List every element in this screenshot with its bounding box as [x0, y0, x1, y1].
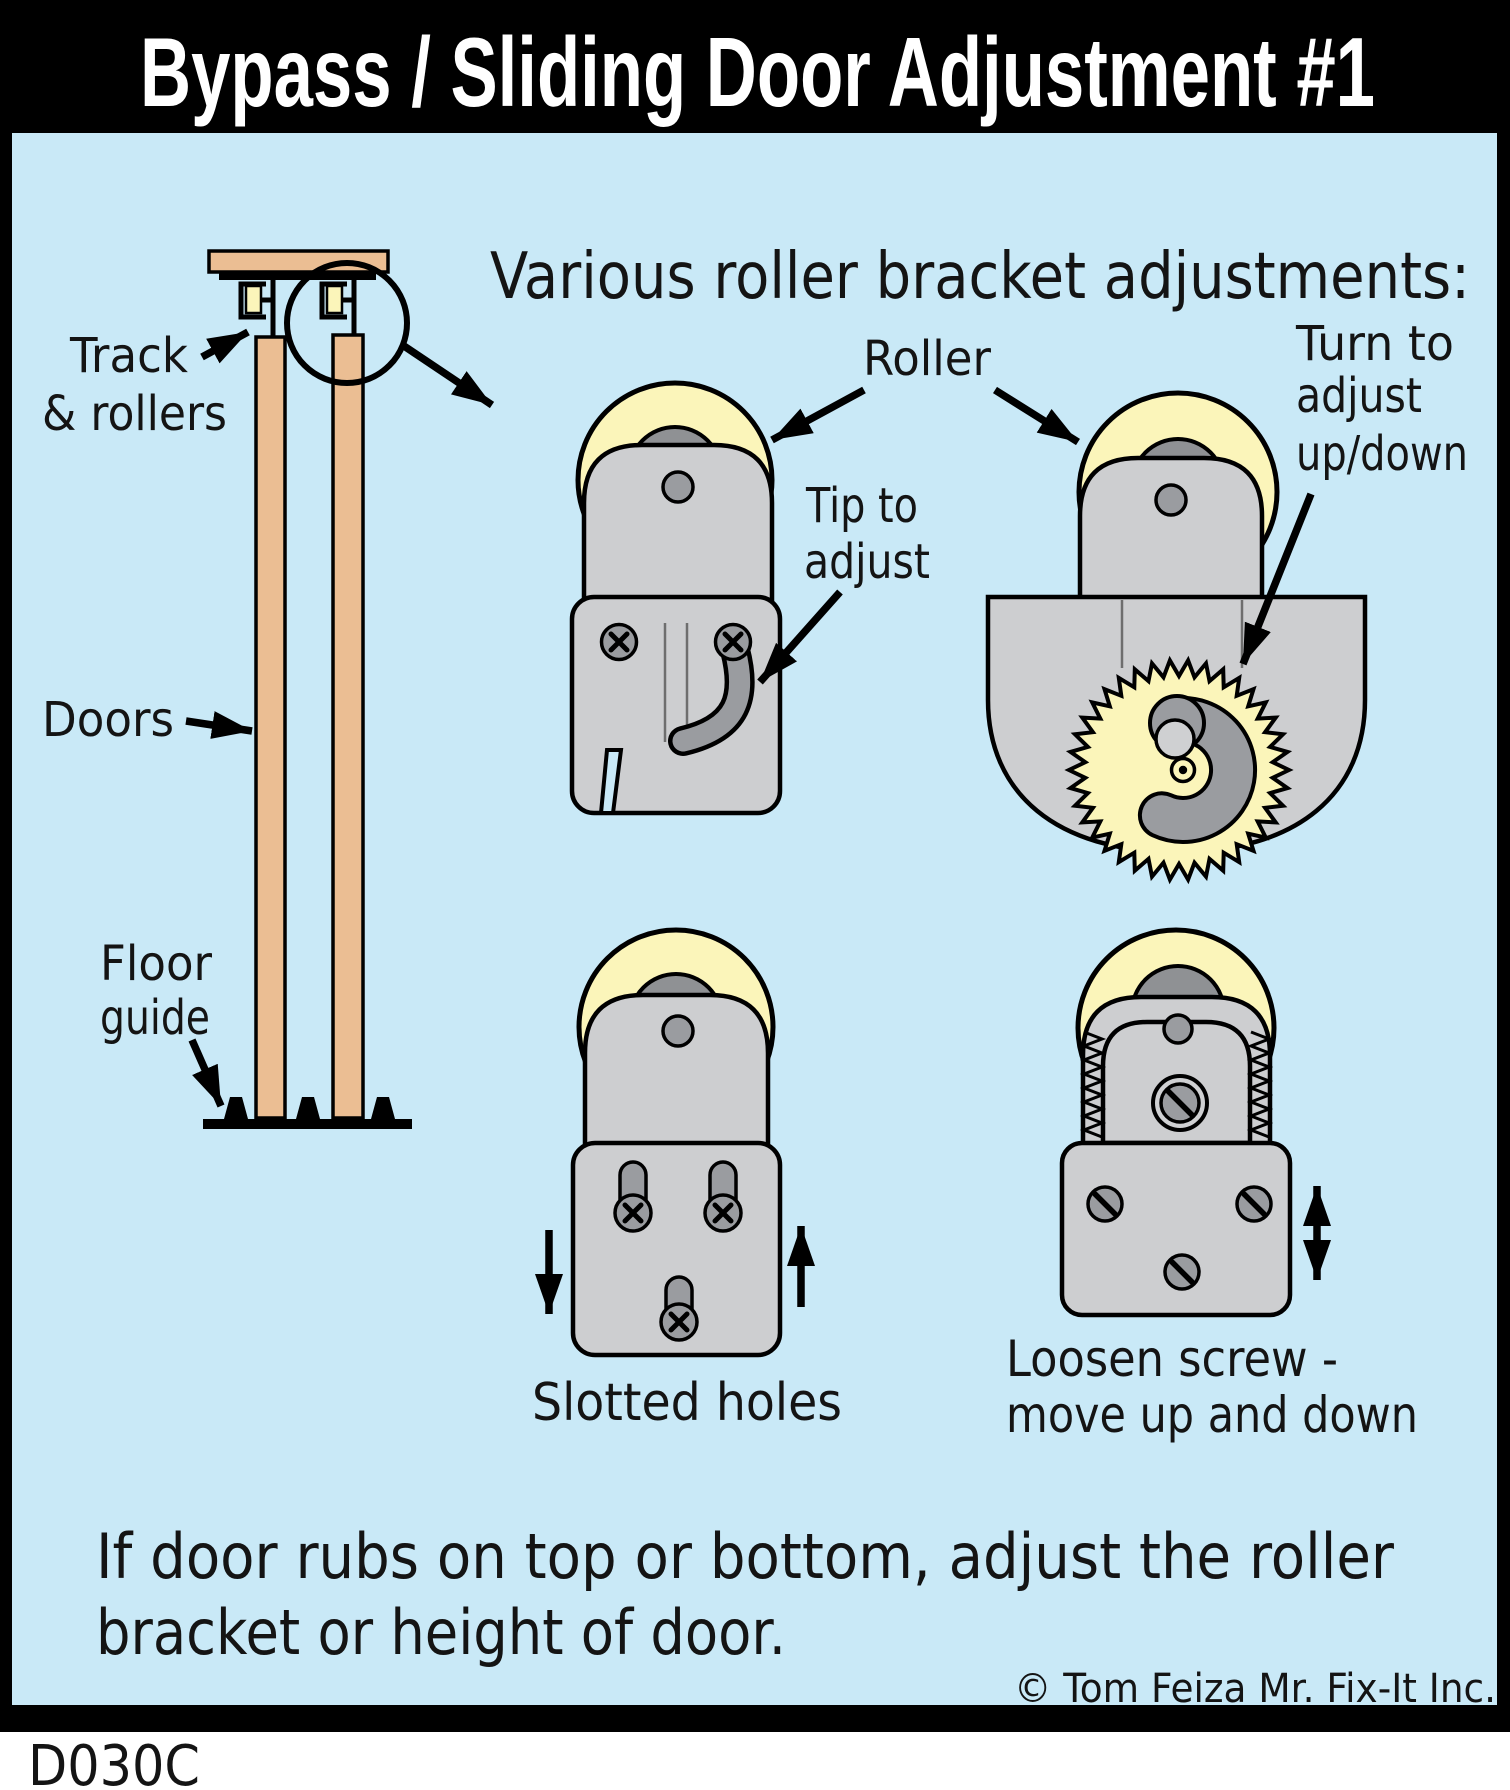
label-loosen-screw: Loosen screw -: [1006, 1330, 1338, 1388]
bracket-upper: [582, 992, 771, 1153]
doors-arrow: [185, 711, 253, 739]
screw-phillips: [599, 622, 639, 662]
doc-code: D030C: [28, 1734, 200, 1790]
label-tip-to-adjust: adjust: [804, 534, 930, 590]
rivet: [1154, 483, 1188, 517]
floor-guide-right: [371, 1097, 395, 1119]
adjust-slot: [672, 639, 751, 752]
cam-roller: [1154, 718, 1196, 760]
turn-to-adjust-arrow: [1239, 492, 1315, 666]
tip-to-adjust-arrow: [757, 589, 843, 685]
copyright: © Tom Feiza Mr. Fix-It Inc.: [1014, 1666, 1496, 1712]
roller-hanger-right: [319, 280, 357, 335]
bracket-diagram-tip-adjust: [569, 380, 783, 816]
magnifier-arrow: [401, 342, 495, 409]
heading: Various roller bracket adjustments:: [490, 240, 1470, 314]
gear-pivot-dot: [1178, 765, 1188, 775]
label-tip-to-adjust: Tip to: [805, 478, 918, 534]
slotted-hole: [703, 1160, 743, 1233]
label-floor-guide: guide: [100, 990, 210, 1046]
door-left: [254, 335, 287, 1120]
screw-slotted: [1086, 1185, 1124, 1223]
slotted-hole: [659, 1275, 699, 1342]
track-strip: [219, 272, 376, 280]
bracket-diagram-gear: [985, 390, 1368, 885]
roller-wheel-small: [244, 284, 263, 315]
floor-guide-arrow: [188, 1038, 225, 1108]
label-roller: Roller: [863, 331, 991, 387]
bracket-diagram-loosen-screw: [1059, 927, 1331, 1318]
rivet: [1162, 1013, 1194, 1045]
roller-arrow-left: [770, 386, 866, 444]
track-board: [207, 249, 390, 274]
rivet: [661, 1014, 695, 1048]
bracket-notch: [598, 748, 624, 815]
label-loosen-screw: move up and down: [1006, 1386, 1418, 1444]
footer-text: If door rubs on top or bottom, adjust th…: [96, 1520, 1394, 1593]
label-doors: Doors: [42, 692, 174, 748]
label-turn-to-adjust: adjust: [1296, 368, 1422, 424]
bracket-diagram-slotted: [535, 927, 815, 1358]
label-turn-to-adjust: up/down: [1296, 426, 1468, 482]
slotted-hole: [613, 1160, 653, 1233]
panel-background: [12, 133, 1497, 1705]
bracket-upper: [581, 442, 775, 608]
floor-guide-left: [224, 1097, 248, 1119]
floor-guide-middle: [296, 1097, 320, 1119]
screw-slotted: [1235, 1185, 1273, 1223]
label-slotted-holes: Slotted holes: [532, 1373, 842, 1433]
screw-phillips: [713, 622, 753, 662]
door-right: [331, 333, 365, 1120]
adjustment-screw: [1151, 1074, 1209, 1132]
bracket-plate: [1059, 1140, 1293, 1318]
label-track-rollers: Track: [69, 328, 188, 384]
thread-left: [1079, 1030, 1107, 1139]
door-overview-diagram: [203, 249, 495, 1129]
thread-right: [1246, 1030, 1274, 1139]
track-rollers-arrow: [200, 328, 250, 364]
footer-text: bracket or height of door.: [96, 1596, 786, 1669]
label-floor-guide: Floor: [100, 936, 212, 992]
magnifier-circle: [284, 260, 410, 386]
floor-bar: [203, 1119, 412, 1129]
roller-arrow-right: [993, 386, 1080, 446]
roller-hanger-left: [238, 280, 276, 337]
label-track-rollers: & rollers: [42, 386, 227, 442]
roller-wheel-small: [325, 284, 344, 315]
label-turn-to-adjust: Turn to: [1295, 316, 1454, 372]
screw-slotted: [1163, 1253, 1201, 1291]
diagram-title: Bypass / Sliding Door Adjustment #1: [140, 17, 1375, 127]
rivet: [661, 470, 695, 504]
